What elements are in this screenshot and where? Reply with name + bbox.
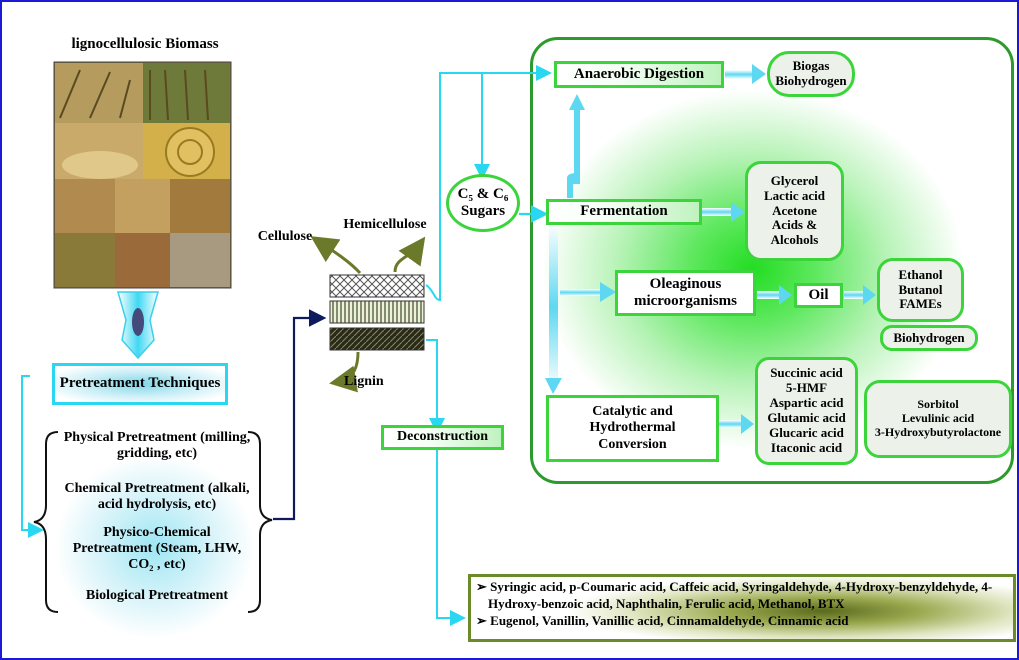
product-butanol: Butanol — [898, 281, 943, 297]
product-alcohols: Alcohols — [770, 232, 819, 248]
structure-to-anaerobic-arrow — [425, 65, 552, 302]
lignin-products-line-1: Syringic acid, p-Coumaric acid, Caffeic … — [488, 579, 993, 611]
product-fames: FAMEs — [899, 296, 942, 312]
to-lignin-products-arrow — [436, 448, 466, 626]
catalytic-label: Catalytic and Hydrothermal Conversion — [589, 404, 676, 452]
sugars-ellipse: C₅ & C₆ Sugars — [446, 174, 520, 232]
product-acetone: Acetone — [772, 202, 817, 218]
biomass-title: lignocellulosic Biomass — [71, 36, 219, 52]
sugars-label: C₅ & C₆ Sugars — [457, 185, 509, 219]
fermentation-label: Fermentation — [580, 203, 668, 220]
biohydrogen-box: Biohydrogen — [880, 325, 978, 351]
oleaginous-label: Oleaginous microorganisms — [633, 275, 738, 309]
left-brace — [33, 431, 59, 613]
catalytic-box: Catalytic and Hydrothermal Conversion — [546, 395, 719, 462]
oil-label: Oil — [808, 286, 829, 303]
hemicellulose-label: Hemicellulose — [343, 217, 427, 232]
lignin-products-panel — [468, 574, 1016, 642]
lignin-products-item: ➢ Eugenol, Vanillin, Vanillic acid, Cinn… — [476, 613, 1012, 630]
hemicellulose-arrow — [393, 236, 426, 273]
pretreatment-box: Pretreatment Techniques — [52, 363, 228, 405]
oil-box: Oil — [794, 283, 843, 308]
pretreatment-connector — [21, 375, 44, 538]
biomass-photo-collage — [53, 61, 232, 289]
catalytic-products-box: Succinic acid 5-HMF Aspartic acid Glutam… — [755, 357, 858, 465]
oleaginous-box: Oleaginous microorganisms — [615, 270, 756, 316]
bullet-arrow-icon: ➢ — [476, 579, 491, 594]
deconstruction-box: Deconstruction — [381, 425, 504, 450]
product-biohydrogen-oil: Biohydrogen — [893, 329, 965, 345]
lignin-label: Lignin — [344, 374, 384, 389]
further-products-box: Sorbitol Levulinic acid 3-Hydroxybutyrol… — [864, 380, 1012, 458]
product-succinic-acid: Succinic acid — [770, 365, 843, 381]
lignin-products-list: ➢ Syringic acid, p-Coumaric acid, Caffei… — [476, 579, 1012, 630]
anaerobic-digestion-label: Anaerobic Digestion — [573, 65, 705, 82]
lignin-products-line-2: Eugenol, Vanillin, Vanillic acid, Cinnam… — [490, 612, 849, 628]
product-hydroxybutyrolactone: 3-Hydroxybutyrolactone — [874, 424, 1002, 439]
biogas-products-box: Biogas Biohydrogen — [767, 51, 855, 97]
product-ethanol: Ethanol — [898, 266, 943, 282]
biomass-to-pretreatment-arrow — [117, 291, 159, 360]
product-glutamic-acid: Glutamic acid — [767, 410, 846, 425]
anaerobic-digestion-box: Anaerobic Digestion — [554, 61, 724, 88]
product-aspartic-acid: Aspartic acid — [769, 395, 844, 411]
to-sugars-arrow — [440, 72, 490, 180]
product-acids: Acids & — [771, 217, 818, 233]
product-5-hmf: 5-HMF — [785, 380, 828, 396]
pretreatment-method-chemical: Chemical Pretreatment (alkali, acid hydr… — [64, 481, 250, 513]
product-itaconic-acid: Itaconic acid — [770, 439, 843, 455]
lignocellulose-structure — [329, 274, 425, 351]
product-sorbitol: Sorbitol — [917, 397, 959, 412]
pretreatment-title: Pretreatment Techniques — [59, 375, 221, 392]
process-trunk — [545, 94, 616, 394]
right-brace — [247, 431, 273, 613]
pretreatment-method-physico-chemical: Physico-Chemical Pretreatment (Steam, LH… — [72, 525, 242, 573]
lignin-products-item: ➢ Syringic acid, p-Coumaric acid, Caffei… — [476, 579, 1012, 613]
product-lactic-acid: Lactic acid — [763, 187, 825, 203]
pretreatment-method-physical: Physical Pretreatment (milling, gridding… — [63, 430, 251, 462]
cellulose-arrow — [310, 236, 362, 275]
product-glucaric-acid: Glucaric acid — [769, 424, 844, 440]
pretreatment-glow — [30, 420, 280, 650]
fermentation-box: Fermentation — [546, 199, 702, 225]
cellulose-label: Cellulose — [257, 229, 313, 244]
product-biogas: Biogas — [792, 58, 830, 74]
to-deconstruction-arrow — [426, 339, 445, 434]
pretreatment-method-biological: Biological Pretreatment — [85, 588, 229, 603]
lignin-arrow — [329, 351, 360, 393]
product-levulinic-acid: Levulinic acid — [901, 411, 975, 426]
oil-products-box: Ethanol Butanol FAMEs — [877, 258, 964, 322]
process-arrows — [702, 64, 876, 434]
deconstruction-label: Deconstruction — [397, 429, 488, 445]
product-glycerol: Glycerol — [770, 172, 819, 188]
bullet-arrow-icon: ➢ — [476, 612, 491, 628]
fermentation-products-box: Glycerol Lactic acid Acetone Acids & Alc… — [745, 161, 844, 261]
product-biohydrogen: Biohydrogen — [775, 73, 847, 88]
pretreatment-to-structure-arrow — [273, 309, 327, 521]
